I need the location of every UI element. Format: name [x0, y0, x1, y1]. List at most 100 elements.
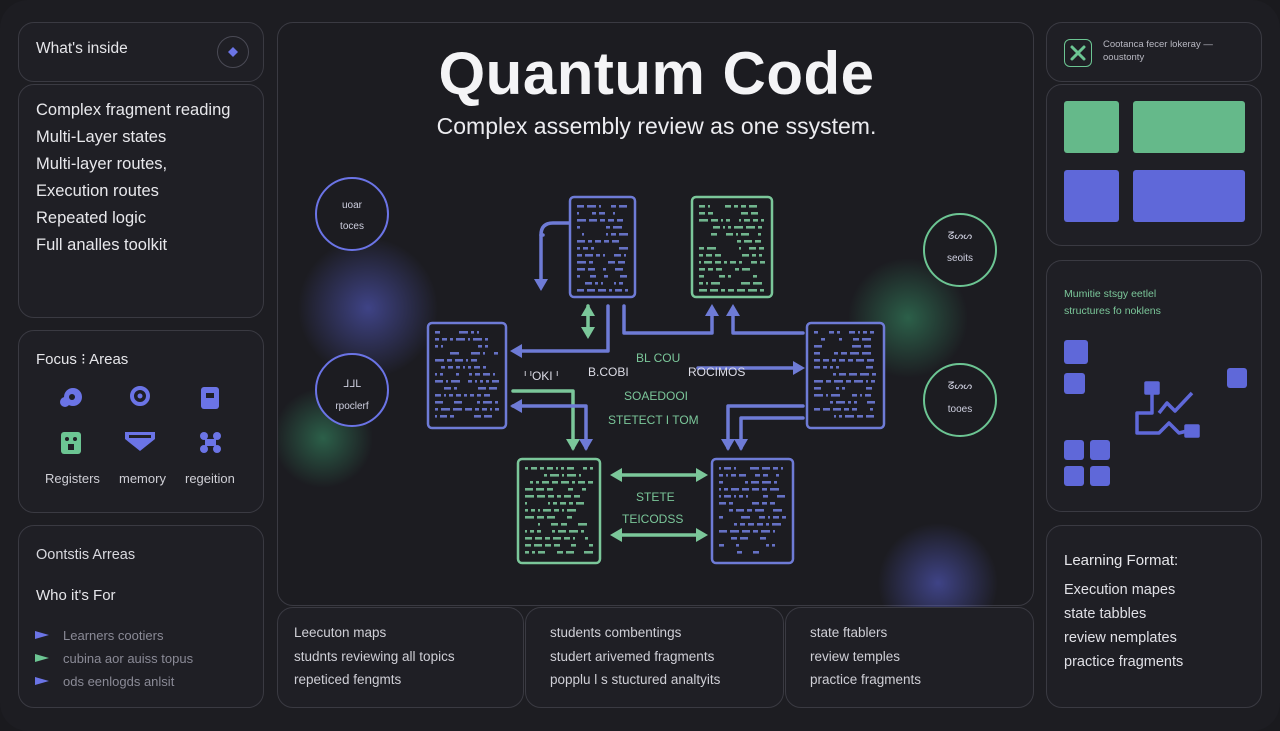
code-glyph [547, 516, 555, 519]
glow [878, 523, 998, 607]
code-glyph [753, 219, 758, 222]
code-glyph [719, 502, 726, 505]
code-glyph [823, 408, 830, 411]
code-glyph [557, 551, 563, 554]
arrow-head [726, 304, 740, 316]
code-glyph [435, 373, 437, 376]
code-glyph [753, 275, 757, 278]
code-glyph [757, 523, 763, 526]
arrowheads [510, 279, 805, 542]
code-glyph [483, 352, 485, 355]
diagram-label: ᑊ ᑊOKI ᑊ [524, 369, 559, 383]
node-label: toces [340, 221, 364, 232]
code-glyph [475, 380, 477, 383]
code-glyph [766, 523, 769, 526]
code-glyph [475, 408, 479, 411]
topic-item: Full analles toolkit [36, 236, 168, 254]
code-glyph [729, 502, 733, 505]
code-glyph [620, 275, 627, 278]
audience-card: Oontstis Arreas Who it's For Learners co… [18, 525, 264, 708]
code-glyph [553, 502, 557, 505]
bottom-card-2: students combentings studert arivemed fr… [525, 607, 784, 708]
code-glyph [773, 509, 782, 512]
code-glyph [525, 488, 533, 491]
code-glyph [719, 530, 727, 533]
code-glyph [440, 415, 447, 418]
node-circle [315, 177, 389, 251]
code-glyph [451, 380, 460, 383]
code-glyph [576, 502, 584, 505]
code-glyph [759, 247, 764, 250]
structure-diagram [1064, 340, 1247, 486]
code-glyph [577, 254, 582, 257]
code-glyph [595, 240, 601, 243]
square-icon [1064, 373, 1085, 394]
code-glyph [742, 488, 749, 491]
expand-button[interactable] [217, 36, 249, 68]
code-glyph [739, 495, 743, 498]
code-glyph [699, 268, 705, 271]
code-glyph [530, 530, 534, 533]
code-glyph [763, 495, 768, 498]
code-glyph [577, 219, 586, 222]
code-glyph [484, 415, 492, 418]
code-glyph [866, 380, 868, 383]
format-item: Execution mapes [1064, 582, 1176, 598]
code-glyph [486, 380, 489, 383]
code-glyph [728, 275, 731, 278]
arrow-right-icon [35, 677, 49, 685]
code-glyph [737, 240, 741, 243]
right-header-card[interactable]: Cootanca fecer lokeray — ooustonty [1046, 22, 1262, 82]
tools-icon[interactable] [1064, 39, 1092, 67]
code-glyph [823, 366, 827, 369]
code-glyph [598, 289, 606, 292]
code-glyph [459, 331, 468, 334]
code-glyph [814, 331, 818, 334]
code-glyph [863, 331, 867, 334]
code-glyph [587, 205, 596, 208]
code-glyph [742, 530, 750, 533]
arrow-head [581, 304, 595, 316]
code-glyph [572, 481, 575, 484]
code-glyph [556, 467, 558, 470]
code-glyph [731, 474, 736, 477]
code-glyph [577, 275, 580, 278]
code-glyph [755, 240, 761, 243]
code-glyph [871, 380, 875, 383]
diagram-label: SOAEDOOI [624, 389, 689, 403]
code-glyph [618, 261, 625, 264]
code-glyph [525, 537, 532, 540]
code-glyph [585, 282, 592, 285]
code-glyph [760, 289, 764, 292]
code-glyph [758, 226, 762, 229]
code-glyph [558, 530, 566, 533]
code-glyph [761, 530, 770, 533]
code-glyph [699, 205, 705, 208]
whats-inside-card[interactable]: What's inside [18, 22, 264, 82]
focus-areas-card: Focus ⁝ Areas Registers memory regeition [18, 330, 264, 513]
code-glyph [865, 394, 871, 397]
code-glyph [475, 373, 480, 376]
code-glyph [582, 233, 584, 236]
code-glyph [726, 219, 730, 222]
code-glyph [435, 338, 439, 341]
audience-item: ods eenlogds anlsit [63, 674, 175, 689]
code-glyph [711, 219, 718, 222]
code-glyph [567, 474, 576, 477]
code-glyph [826, 394, 828, 397]
code-glyph [544, 474, 547, 477]
code-glyph [595, 282, 598, 285]
code-glyph [577, 205, 584, 208]
code-glyph [591, 247, 594, 250]
topic-item: Multi-Layer states [36, 128, 167, 146]
whats-inside-title: What's inside [36, 40, 128, 57]
code-glyph [699, 282, 703, 285]
code-glyph [699, 247, 704, 250]
code-glyph [571, 544, 576, 547]
square-icon [1064, 340, 1088, 364]
audience-item: Learners cootiers [63, 628, 164, 643]
main-diagram-card: Quantum Code Complex assembly review as … [277, 22, 1034, 607]
code-glyph [447, 359, 452, 362]
arrow-head [510, 344, 522, 358]
code-glyph [435, 394, 441, 397]
